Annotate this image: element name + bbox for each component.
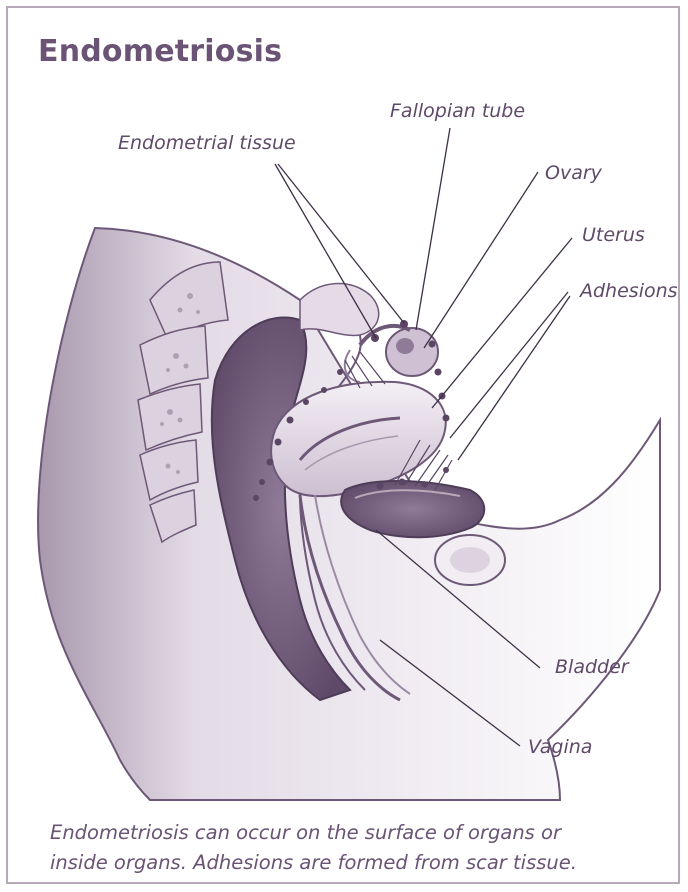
leader-ovary: [424, 172, 538, 348]
label-bladder: Bladder: [555, 656, 629, 678]
leader-adhesions-2: [458, 296, 570, 460]
figure-caption: Endometriosis can occur on the surface o…: [50, 818, 660, 878]
leader-fallopian-tube: [416, 128, 450, 330]
caption-line-1: Endometriosis can occur on the surface o…: [50, 818, 660, 848]
bowel-loop: [300, 284, 379, 336]
caption-line-2: inside organs. Adhesions are formed from…: [50, 848, 660, 878]
label-vagina: Vagina: [528, 736, 592, 758]
label-ovary: Ovary: [545, 162, 602, 184]
label-adhesions: Adhesions: [580, 280, 678, 302]
label-endometrial-tissue: Endometrial tissue: [118, 132, 296, 154]
label-uterus: Uterus: [582, 224, 645, 246]
ovary: [386, 328, 438, 376]
label-fallopian-tube: Fallopian tube: [390, 100, 525, 122]
